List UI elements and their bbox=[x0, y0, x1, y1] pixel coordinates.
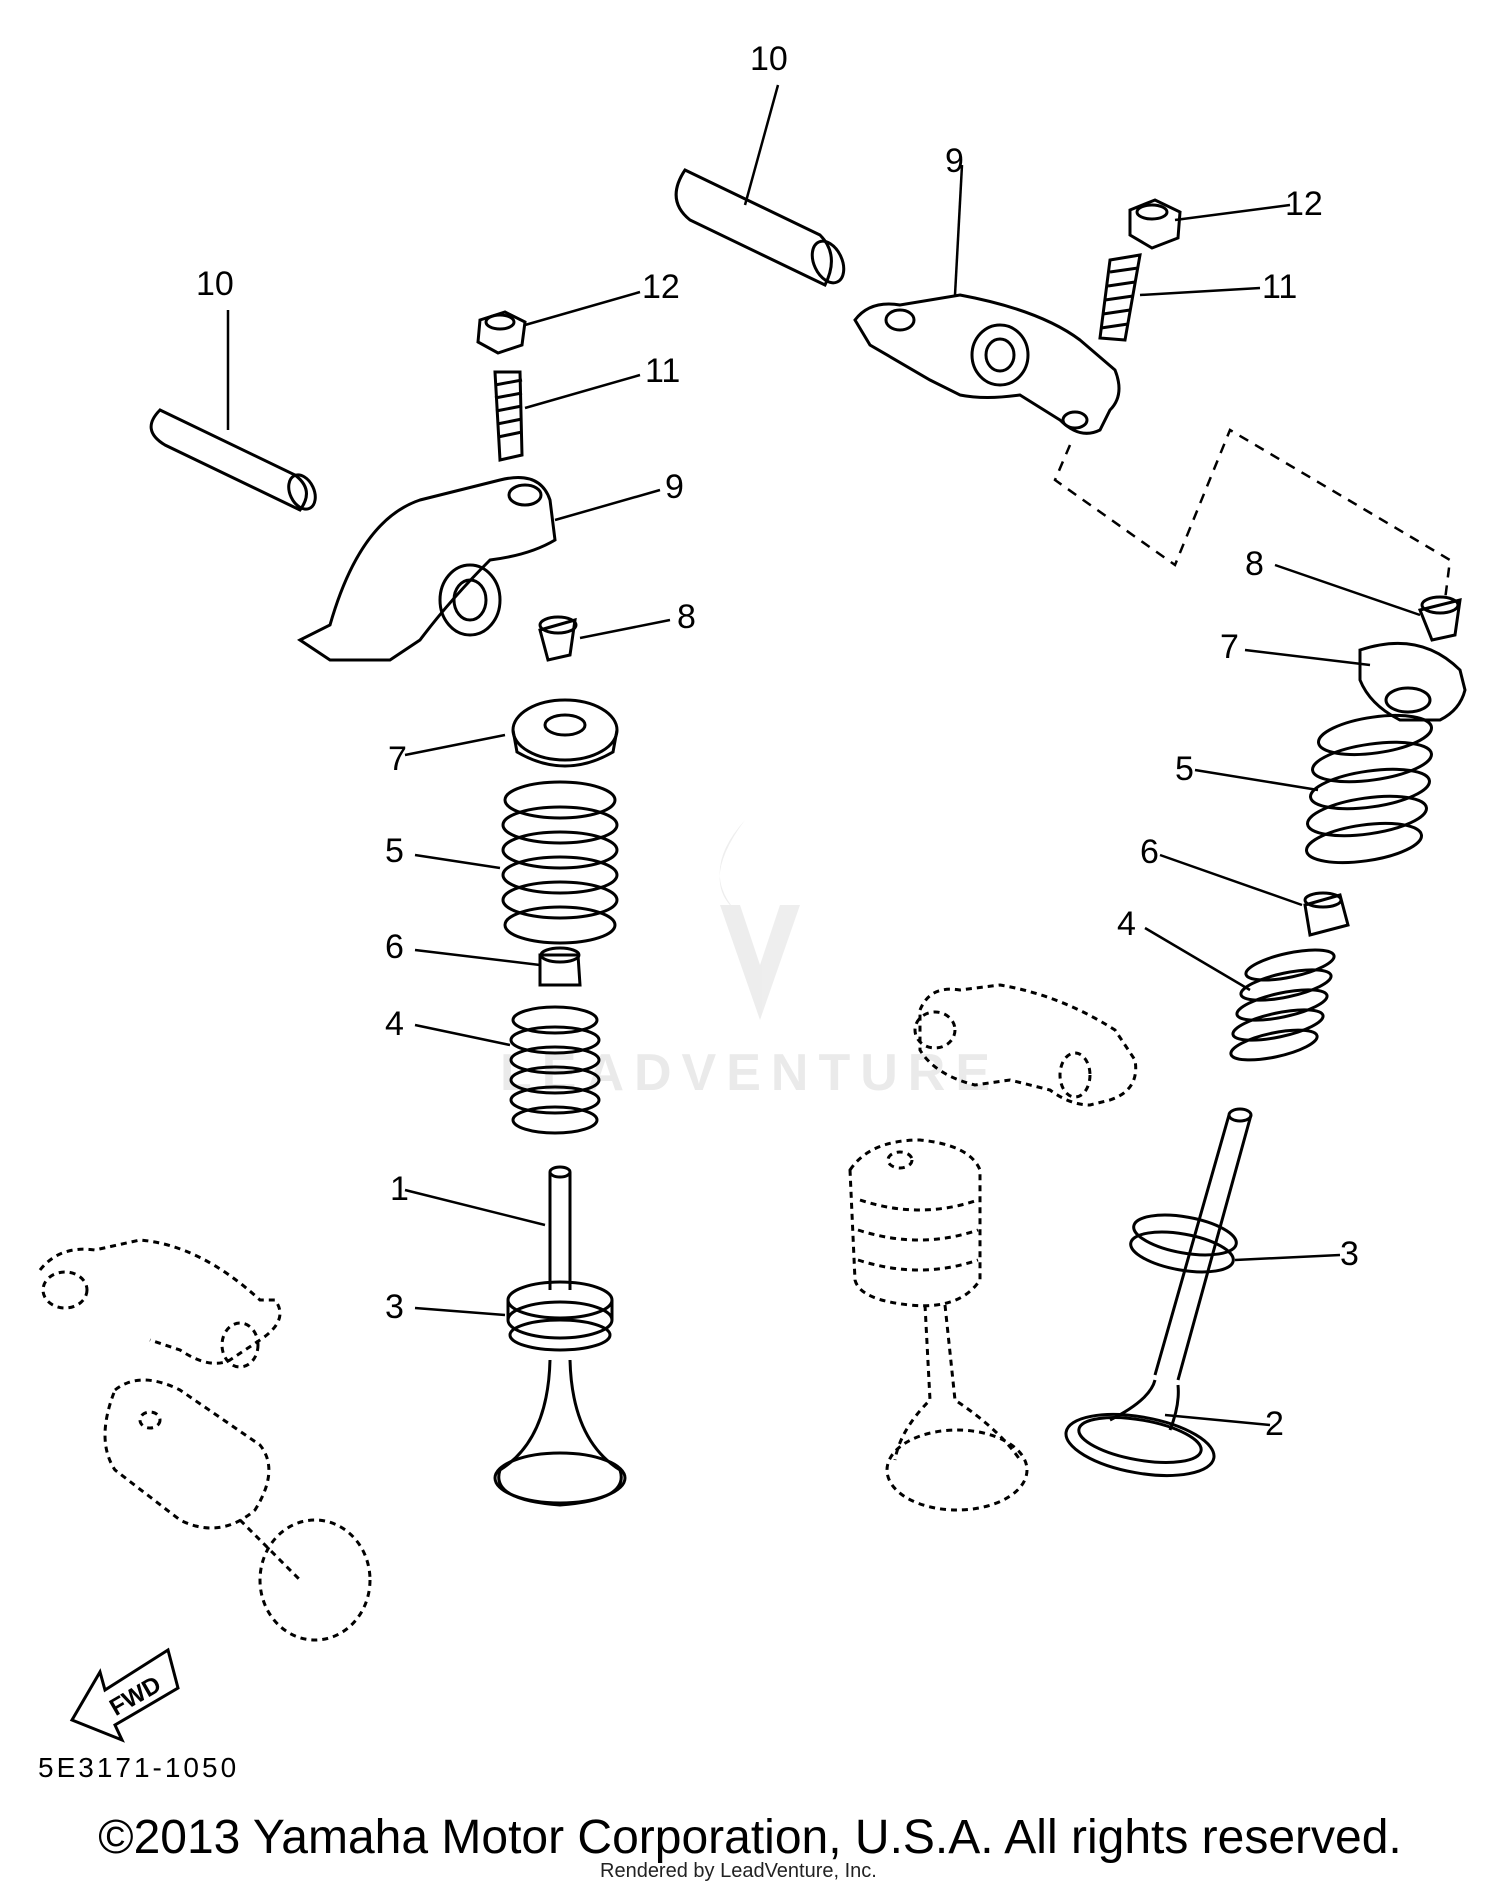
callout-7-left: 7 bbox=[388, 740, 407, 778]
rocker-arm-right bbox=[853, 293, 1121, 435]
callout-2: 2 bbox=[1265, 1405, 1284, 1443]
callout-12-left: 12 bbox=[642, 268, 680, 306]
rocker-shaft-left bbox=[149, 408, 317, 512]
spring-seat-left bbox=[506, 1280, 614, 1352]
valve-seal-left bbox=[538, 946, 582, 987]
callout-3-left: 3 bbox=[385, 1288, 404, 1326]
spring-retainer-left bbox=[511, 698, 619, 768]
valve-seal-right bbox=[1303, 891, 1350, 937]
callout-1: 1 bbox=[390, 1170, 409, 1208]
callout-10-right: 10 bbox=[750, 40, 788, 78]
callout-4-right: 4 bbox=[1117, 905, 1136, 943]
drawing-number: 5E3171-1050 bbox=[38, 1752, 240, 1783]
callout-8-right: 8 bbox=[1245, 545, 1264, 583]
rendered-by-note: Rendered by LeadVenture, Inc. bbox=[600, 1860, 877, 1882]
callout-9-right: 9 bbox=[945, 142, 964, 180]
dashed-connector bbox=[1053, 428, 1452, 601]
valve-cotter-left bbox=[538, 615, 578, 662]
inner-spring-left bbox=[509, 1005, 601, 1135]
copyright-notice: ©2013 Yamaha Motor Corporation, U.S.A. A… bbox=[98, 1811, 1402, 1864]
nut-left bbox=[476, 310, 527, 355]
adjusting-screw-right bbox=[1098, 253, 1142, 342]
callout-11-left: 11 bbox=[645, 352, 680, 390]
fwd-arrow-icon bbox=[69, 1647, 180, 1743]
spring-seat-right bbox=[1129, 1213, 1238, 1274]
callout-5-right: 5 bbox=[1175, 750, 1194, 788]
adjusting-screw-left bbox=[493, 370, 524, 462]
rocker-shaft-right bbox=[674, 168, 846, 287]
leader-lines bbox=[226, 84, 1421, 1427]
callout-11-right: 11 bbox=[1262, 268, 1297, 306]
rocker-arm-left bbox=[297, 476, 557, 662]
outer-spring-right bbox=[1305, 713, 1434, 865]
ghost-rocker-right bbox=[913, 983, 1138, 1107]
callout-3-right: 3 bbox=[1340, 1235, 1359, 1273]
intake-valve bbox=[493, 1165, 627, 1507]
callout-10-left: 10 bbox=[196, 265, 234, 303]
callout-7-right: 7 bbox=[1220, 628, 1239, 666]
ghost-valve-left bbox=[38, 1238, 372, 1642]
callout-12-right: 12 bbox=[1285, 185, 1323, 223]
outer-spring-left bbox=[501, 780, 619, 945]
valve-cotter-right bbox=[1417, 595, 1462, 642]
callout-5-left: 5 bbox=[385, 832, 404, 870]
exhaust-valve bbox=[1064, 1107, 1253, 1477]
nut-right bbox=[1128, 198, 1182, 250]
callout-6-right: 6 bbox=[1140, 833, 1159, 871]
spring-retainer-right bbox=[1358, 641, 1467, 722]
inner-spring-right bbox=[1229, 948, 1336, 1062]
ghost-valve-right bbox=[848, 1138, 1029, 1512]
callout-4-left: 4 bbox=[385, 1005, 404, 1043]
callout-6-left: 6 bbox=[385, 928, 404, 966]
callout-9-left: 9 bbox=[665, 468, 684, 506]
callouts: 10 12 11 9 8 7 5 6 4 1 3 10 9 12 11 8 7 … bbox=[196, 40, 1359, 1443]
callout-8-left: 8 bbox=[677, 598, 696, 636]
watermark-text: LEADVENTURE bbox=[500, 1044, 1000, 1102]
watermark: LEADVENTURE bbox=[500, 820, 1000, 1102]
